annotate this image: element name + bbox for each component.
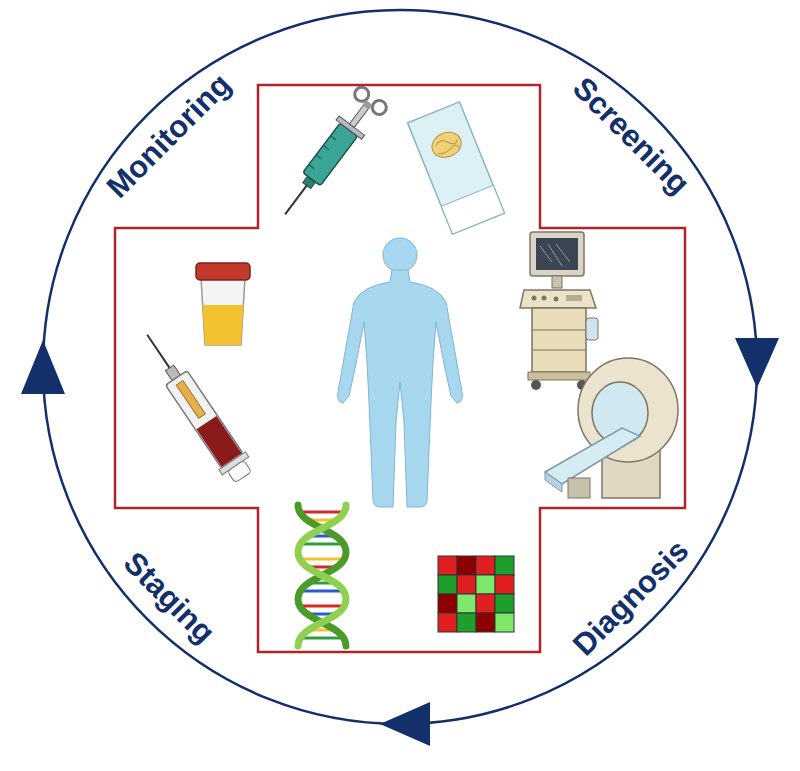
human-figure xyxy=(338,238,463,507)
syringe-icon xyxy=(271,84,389,225)
blood-syringe-icon xyxy=(134,326,257,486)
sample-cup-icon xyxy=(196,263,250,345)
dna-icon xyxy=(298,505,346,646)
cycle-circle xyxy=(43,10,757,724)
cycle-label: Monitoring xyxy=(100,67,237,204)
ct-scanner-icon xyxy=(545,358,678,498)
arrowhead xyxy=(21,340,65,394)
cycle-label: Screening xyxy=(566,71,696,201)
heatmap-icon xyxy=(438,556,514,632)
arrowhead xyxy=(735,338,779,388)
arrowhead xyxy=(380,702,430,746)
cycle-label: Staging xyxy=(117,546,221,650)
medical-cross xyxy=(115,85,685,652)
cycle-label: Diagnosis xyxy=(567,534,696,663)
ultrasound-icon xyxy=(520,232,598,390)
slide-icon xyxy=(408,102,505,234)
